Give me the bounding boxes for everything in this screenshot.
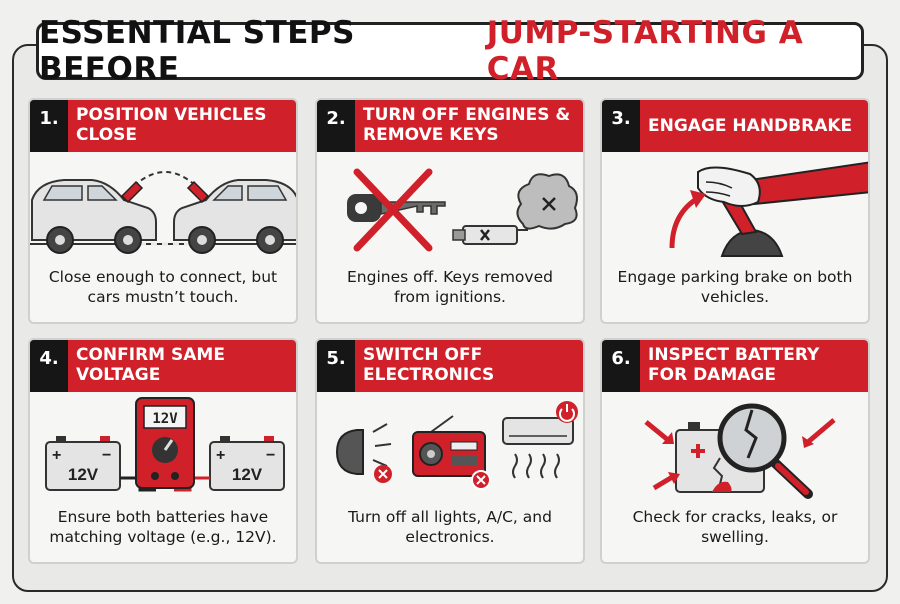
magnifier-battery-icon xyxy=(644,403,836,499)
title-main: ESSENTIAL STEPS BEFORE xyxy=(39,15,355,87)
electronics-off-icon xyxy=(335,401,578,490)
title-accent: JUMP-STARTING A CAR xyxy=(486,15,804,87)
step-title: SWITCH OFF ELECTRONICS xyxy=(363,345,495,385)
step-caption: Engage parking brake on both vehicles. xyxy=(617,268,853,306)
step-number: 2. xyxy=(317,100,355,152)
svg-text:−: − xyxy=(102,447,111,464)
step-card-6: 6. INSPECT BATTERY FOR DAMAGE Check for … xyxy=(600,338,870,564)
step-caption: Close enough to connect, but cars mustn’… xyxy=(48,268,278,306)
battery-voltage-label: 12V xyxy=(232,465,263,484)
svg-text:+: + xyxy=(216,447,225,464)
step-title: ENGAGE HANDBRAKE xyxy=(648,116,853,136)
step-number: 1. xyxy=(30,100,68,152)
step-caption: Turn off all lights, A/C, and electronic… xyxy=(348,508,552,546)
step-number: 4. xyxy=(30,340,68,392)
step-title: POSITION VEHICLES CLOSE xyxy=(76,105,267,145)
step-caption: Check for cracks, leaks, or swelling. xyxy=(632,508,838,546)
page-title: ESSENTIAL STEPS BEFORE JUMP-STARTING A C… xyxy=(36,15,864,87)
step-header xyxy=(30,340,296,392)
step-title: INSPECT BATTERY FOR DAMAGE xyxy=(648,345,820,385)
step-card-1: 1. POSITION VEHICLES CLOSE Close enough … xyxy=(28,98,298,324)
step-number: 5. xyxy=(317,340,355,392)
step-header xyxy=(30,100,296,152)
step-title: TURN OFF ENGINES & REMOVE KEYS xyxy=(363,105,571,145)
meter-reading: 12V xyxy=(152,411,178,427)
step-title: CONFIRM SAME VOLTAGE xyxy=(76,345,225,385)
step-card-2: 2. TURN OFF ENGINES & REMOVE KEYS Engine… xyxy=(315,98,585,324)
step-caption: Engines off. Keys removed from ignitions… xyxy=(347,268,553,306)
step-card-4: 4. CONFIRM SAME VOLTAGE + − 12V + − 12V … xyxy=(28,338,298,564)
step-number: 6. xyxy=(602,340,640,392)
svg-text:−: − xyxy=(266,447,275,464)
crossed-key-icon xyxy=(347,168,578,252)
step-caption: Ensure both batteries have matching volt… xyxy=(49,508,277,546)
step-header xyxy=(317,340,583,392)
step-header xyxy=(317,100,583,152)
cars-with-jumper-clamps-icon xyxy=(30,171,296,254)
step-header xyxy=(602,100,868,152)
step-number: 3. xyxy=(602,100,640,152)
battery-voltage-label: 12V xyxy=(68,465,99,484)
step-card-5: 5. SWITCH OFF ELECTRONICS Turn off all l… xyxy=(315,338,585,564)
handbrake-icon xyxy=(669,161,868,257)
step-card-3: 3. ENGAGE HANDBRAKE Engage parking brake… xyxy=(600,98,870,324)
step-header xyxy=(602,340,868,392)
svg-text:+: + xyxy=(52,447,61,464)
multimeter-batteries-icon: + − 12V + − 12V 12V xyxy=(45,397,285,492)
